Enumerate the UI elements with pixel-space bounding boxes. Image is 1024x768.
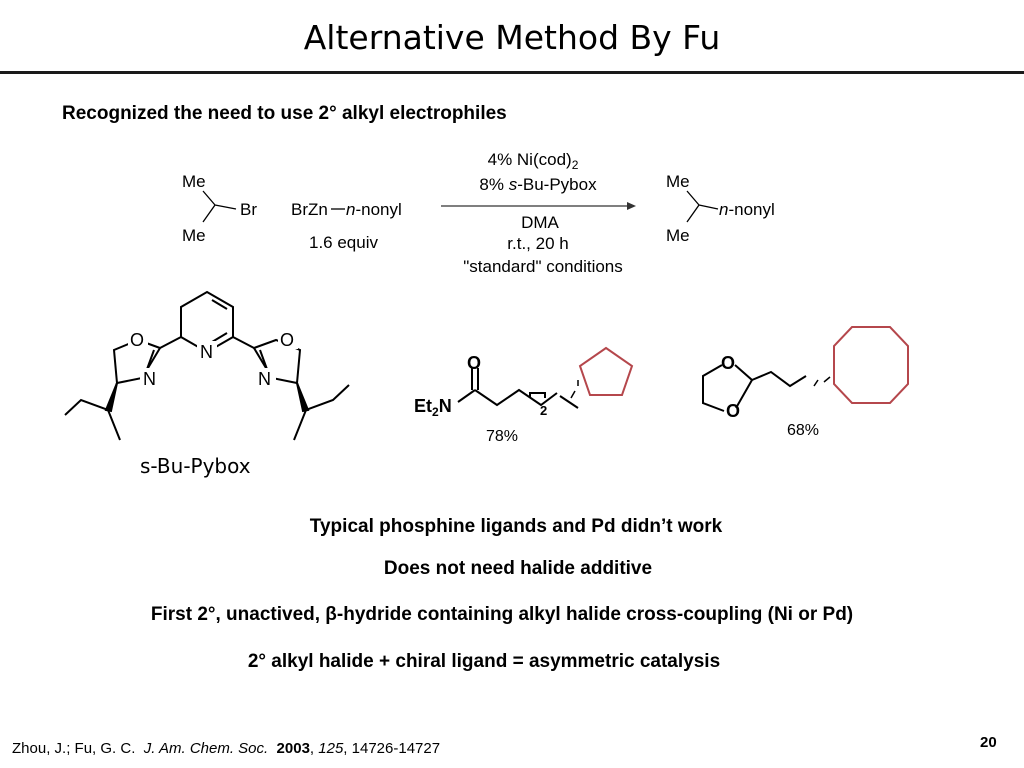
reagent-n: n	[346, 200, 355, 219]
product: Me Me n-nonyl	[666, 172, 775, 245]
page-number: 20	[980, 734, 997, 751]
citation: Zhou, J.; Fu, G. C. J. Am. Chem. Soc. 20…	[12, 740, 441, 757]
citation-journal: J. Am. Chem. Soc.	[143, 740, 269, 757]
pybox-atom-labels: O N N O N	[128, 329, 298, 389]
ligand-loading-name: -Bu-Pybox	[517, 175, 597, 194]
reactant-isopropyl-bromide: Me Br Me	[182, 172, 257, 245]
product-n: n	[719, 200, 728, 219]
ligand-n-right: N	[258, 369, 271, 389]
point-asymmetric-catalysis: 2° alkyl halide + chiral ligand = asymme…	[247, 651, 721, 672]
product-me-top: Me	[666, 172, 690, 191]
svg-text:Et2N: Et2N	[414, 396, 452, 419]
title-divider	[0, 71, 1024, 74]
dioxolane-o-top: O	[721, 353, 735, 373]
example-2-yield: 68%	[787, 422, 819, 439]
solvent-label: DMA	[521, 213, 559, 232]
amide-ethyl-subscript: 2	[432, 405, 439, 419]
svg-text:n-nonyl: n-nonyl	[719, 200, 775, 219]
reaction-conditions: 4% Ni(cod)2 8% s-Bu-Pybox DMA r.t., 20 h…	[441, 150, 636, 276]
ligand-n-pyridine: N	[200, 342, 213, 362]
reagent-nonyl: -nonyl	[355, 200, 401, 219]
conditions-label: "standard" conditions	[463, 257, 623, 276]
amide-nitrogen: N	[439, 396, 452, 416]
citation-authors: Zhou, J.; Fu, G. C.	[12, 740, 136, 757]
citation-year: 2003	[276, 740, 310, 757]
ligand-loading-s: s	[509, 175, 518, 194]
ligand-label: s-Bu-Pybox	[140, 454, 251, 478]
svg-text:4% Ni(cod)2: 4% Ni(cod)2	[488, 150, 579, 172]
cyclooctyl-ring	[833, 326, 909, 404]
example-dioxolane-labels: O O	[721, 353, 740, 421]
point-first-cross-coupling: First 2°, unactived, β-hydride containin…	[150, 604, 854, 625]
reagent-brzn: BrZn	[291, 200, 328, 219]
reagent-organozinc: BrZn n-nonyl 1.6 equiv	[291, 200, 402, 252]
amide-ethyl: Et	[414, 396, 432, 416]
svg-text:n-nonyl: n-nonyl	[346, 200, 402, 219]
catalyst-label: 4% Ni(cod)	[488, 150, 572, 169]
cyclopentyl-ring	[578, 346, 634, 396]
chain-subscript: 2	[540, 403, 547, 418]
ligand-loading-prefix: 8%	[479, 175, 508, 194]
time-label: r.t., 20 h	[507, 234, 568, 253]
amide-oxygen: O	[467, 353, 481, 373]
dioxolane-o-bottom: O	[726, 401, 740, 421]
product-me-bottom: Me	[666, 226, 690, 245]
reactant-me-bottom: Me	[182, 226, 206, 245]
svg-text:BrZn: BrZn	[291, 200, 328, 219]
point-phosphine-ligands: Typical phosphine ligands and Pd didn’t …	[309, 516, 723, 537]
ligand-o-left: O	[130, 330, 144, 350]
example-dioxolane-structure	[702, 364, 831, 412]
slide-title: Alternative Method By Fu	[303, 18, 721, 57]
pybox-ligand-structure	[64, 290, 350, 441]
citation-pages: 14726-14727	[351, 740, 441, 757]
example-1-yield: 78%	[486, 428, 518, 445]
catalyst-subscript: 2	[572, 158, 579, 172]
reactant-me-top: Me	[182, 172, 206, 191]
example-amide-structure	[457, 368, 579, 409]
ligand-n-left: N	[143, 369, 156, 389]
example-amide-labels: O Et2N 2	[414, 353, 547, 419]
ligand-o-right: O	[280, 330, 294, 350]
svg-text:8% s-Bu-Pybox: 8% s-Bu-Pybox	[479, 175, 597, 194]
citation-volume: 125	[318, 740, 344, 757]
reagent-equiv: 1.6 equiv	[309, 233, 378, 252]
reactant-br: Br	[240, 200, 257, 219]
point-no-halide-additive: Does not need halide additive	[383, 558, 653, 579]
product-nonyl: -nonyl	[728, 200, 774, 219]
subheading: Recognized the need to use 2° alkyl elec…	[62, 103, 507, 124]
reaction-arrowhead	[627, 202, 636, 210]
